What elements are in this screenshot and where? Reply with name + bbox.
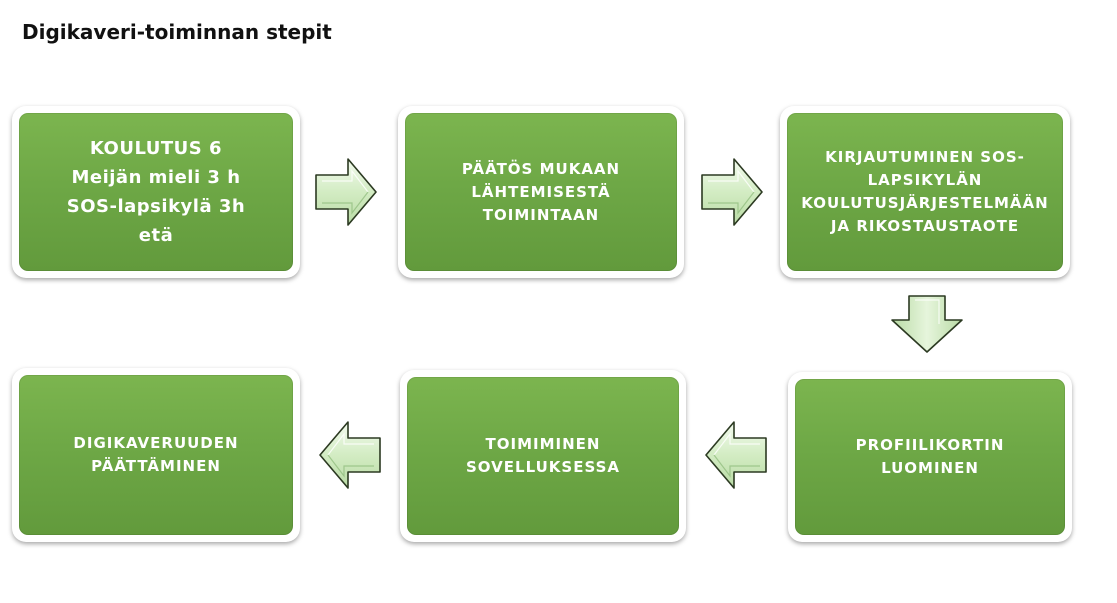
step-2-paatos: PÄÄTÖS MUKAAN LÄHTEMISESTÄ TOIMINTAAN: [398, 106, 684, 278]
step-box: TOIMIMINEN SOVELLUKSESSA: [407, 377, 679, 535]
step-box: DIGIKAVERUUDEN PÄÄTTÄMINEN: [19, 375, 293, 535]
step-4-profiilikortti: PROFIILIKORTIN LUOMINEN: [788, 372, 1072, 542]
step-3-kirjautuminen: KIRJAUTUMINEN SOS- LAPSIKYLÄN KOULUTUSJÄ…: [780, 106, 1070, 278]
step-5-text: TOIMIMINEN SOVELLUKSESSA: [466, 435, 620, 476]
step-5-toimiminen: TOIMIMINEN SOVELLUKSESSA: [400, 370, 686, 542]
page-title: Digikaveri-toiminnan stepit: [22, 20, 332, 44]
arrow-left-2-icon: [318, 420, 382, 490]
step-3-text: KIRJAUTUMINEN SOS- LAPSIKYLÄN KOULUTUSJÄ…: [801, 148, 1049, 235]
step-2-text: PÄÄTÖS MUKAAN LÄHTEMISESTÄ TOIMINTAAN: [461, 159, 621, 224]
step-1-koulutus: KOULUTUS 6 Meijän mieli 3 h SOS-lapsikyl…: [12, 106, 300, 278]
step-6-text: DIGIKAVERUUDEN PÄÄTTÄMINEN: [73, 434, 239, 475]
step-box: PÄÄTÖS MUKAAN LÄHTEMISESTÄ TOIMINTAAN: [405, 113, 677, 271]
step-box: PROFIILIKORTIN LUOMINEN: [795, 379, 1065, 535]
step-1-text: KOULUTUS 6 Meijän mieli 3 h SOS-lapsikyl…: [66, 138, 246, 246]
step-box: KIRJAUTUMINEN SOS- LAPSIKYLÄN KOULUTUSJÄ…: [787, 113, 1063, 271]
step-box: KOULUTUS 6 Meijän mieli 3 h SOS-lapsikyl…: [19, 113, 293, 271]
arrow-right-1-icon: [314, 157, 378, 227]
arrow-left-1-icon: [704, 420, 768, 490]
step-6-paattaminen: DIGIKAVERUUDEN PÄÄTTÄMINEN: [12, 368, 300, 542]
arrow-right-2-icon: [700, 157, 764, 227]
step-4-text: PROFIILIKORTIN LUOMINEN: [855, 436, 1005, 477]
arrow-down-icon: [890, 294, 964, 354]
